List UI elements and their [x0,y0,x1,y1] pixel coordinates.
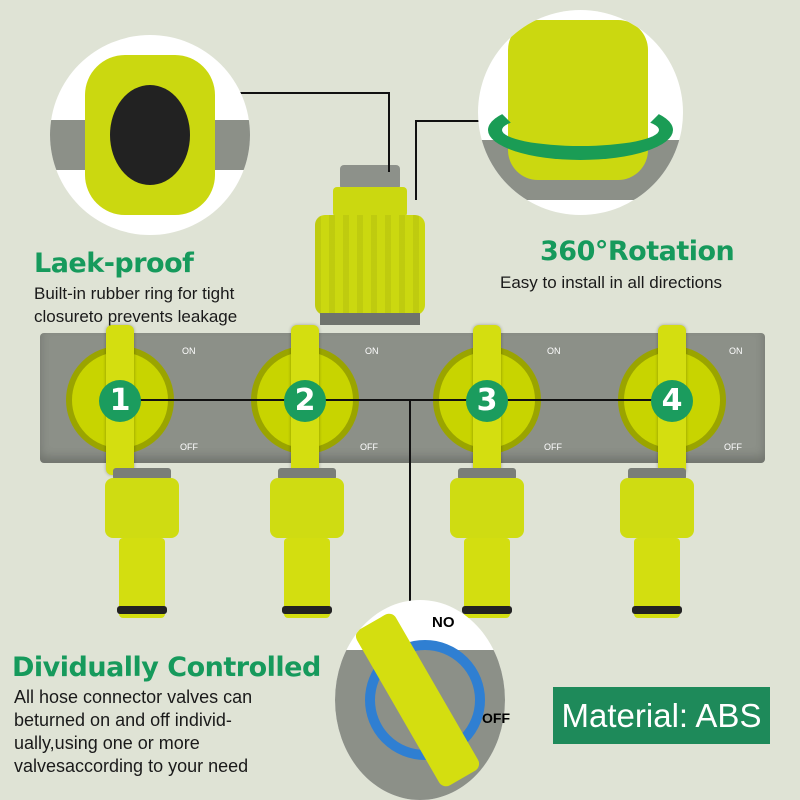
on-label: ON [365,346,379,356]
off-label: OFF [180,442,198,452]
valve-number-badge: 3 [466,380,508,422]
controlled-title: Dividually Controlled [12,652,321,683]
text-line: Built-in rubber ring for tight [34,284,235,303]
callout-line [415,120,417,200]
inset-valve-detail [335,600,505,800]
outlet-connector [450,468,524,630]
rotation-title: 360°Rotation [540,236,735,267]
material-badge: Material: ABS [553,687,770,744]
text-line: ually,using one or more [14,733,200,753]
outlet-connector [270,468,344,630]
top-inlet-connector [315,165,425,325]
leak-proof-description: Built-in rubber ring for tight closureto… [34,282,237,328]
on-label: ON [729,346,743,356]
on-label: ON [182,346,196,356]
text-line: beturned on and off individ- [14,710,232,730]
text-line: All hose connector valves can [14,687,253,707]
inset-off-label: OFF [482,710,510,726]
off-label: OFF [544,442,562,452]
controlled-description: All hose connector valves can beturned o… [14,686,252,778]
outlet-connector [620,468,694,630]
callout-line [388,92,390,172]
callout-line [230,92,390,94]
off-label: OFF [724,442,742,452]
text-line: closureto prevents leakage [34,307,238,326]
connector-line [409,399,411,609]
valve-number-badge: 2 [284,380,326,422]
valve-number-badge: 1 [99,380,141,422]
inset-rotation [478,10,683,215]
callout-line [415,120,485,122]
leak-proof-title: Laek-proof [34,248,194,279]
outlet-connector [105,468,179,630]
rotation-subtitle: Easy to install in all directions [500,273,723,292]
inset-leak-proof [50,35,250,235]
text-line: valvesaccording to your need [14,756,249,776]
valve-number-badge: 4 [651,380,693,422]
on-label: ON [547,346,561,356]
inset-on-label: NO [432,614,455,631]
connector-line [120,399,680,401]
off-label: OFF [360,442,378,452]
